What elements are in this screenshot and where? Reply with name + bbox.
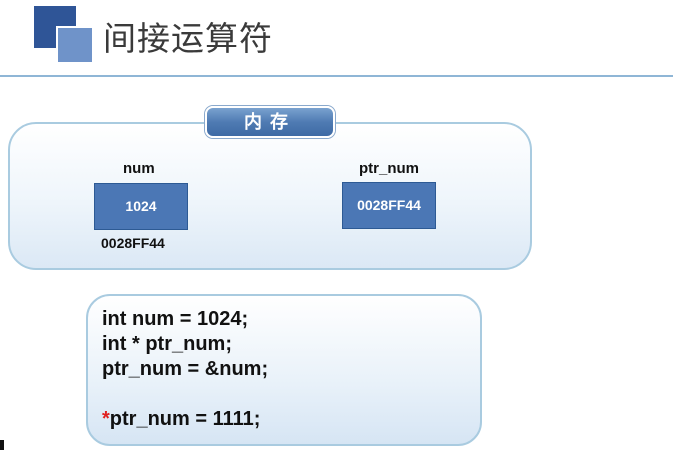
- slide-title: 间接运算符: [103, 19, 273, 58]
- code-line-1: int num = 1024;: [102, 308, 249, 330]
- code-panel: [86, 294, 482, 446]
- num-label: num: [123, 160, 155, 177]
- dereference-star: *: [102, 408, 110, 430]
- slide-logo: [0, 0, 100, 70]
- code-line-2: int * ptr_num;: [102, 333, 232, 355]
- code-line-5-text: ptr_num = 1111;: [109, 408, 261, 430]
- logo-square-light: [56, 26, 94, 64]
- corner-mark: [0, 440, 4, 450]
- memory-header: 内存: [205, 106, 335, 138]
- title-divider: [0, 75, 673, 77]
- code-line-5: *ptr_num = 1111;: [102, 408, 260, 431]
- code-line-3: ptr_num = &num;: [102, 358, 269, 380]
- num-cell: 1024: [94, 183, 188, 230]
- num-address: 0028FF44: [101, 235, 165, 251]
- ptr-num-cell: 0028FF44: [342, 182, 436, 229]
- ptr-num-label: ptr_num: [359, 160, 419, 177]
- memory-panel: [8, 122, 532, 270]
